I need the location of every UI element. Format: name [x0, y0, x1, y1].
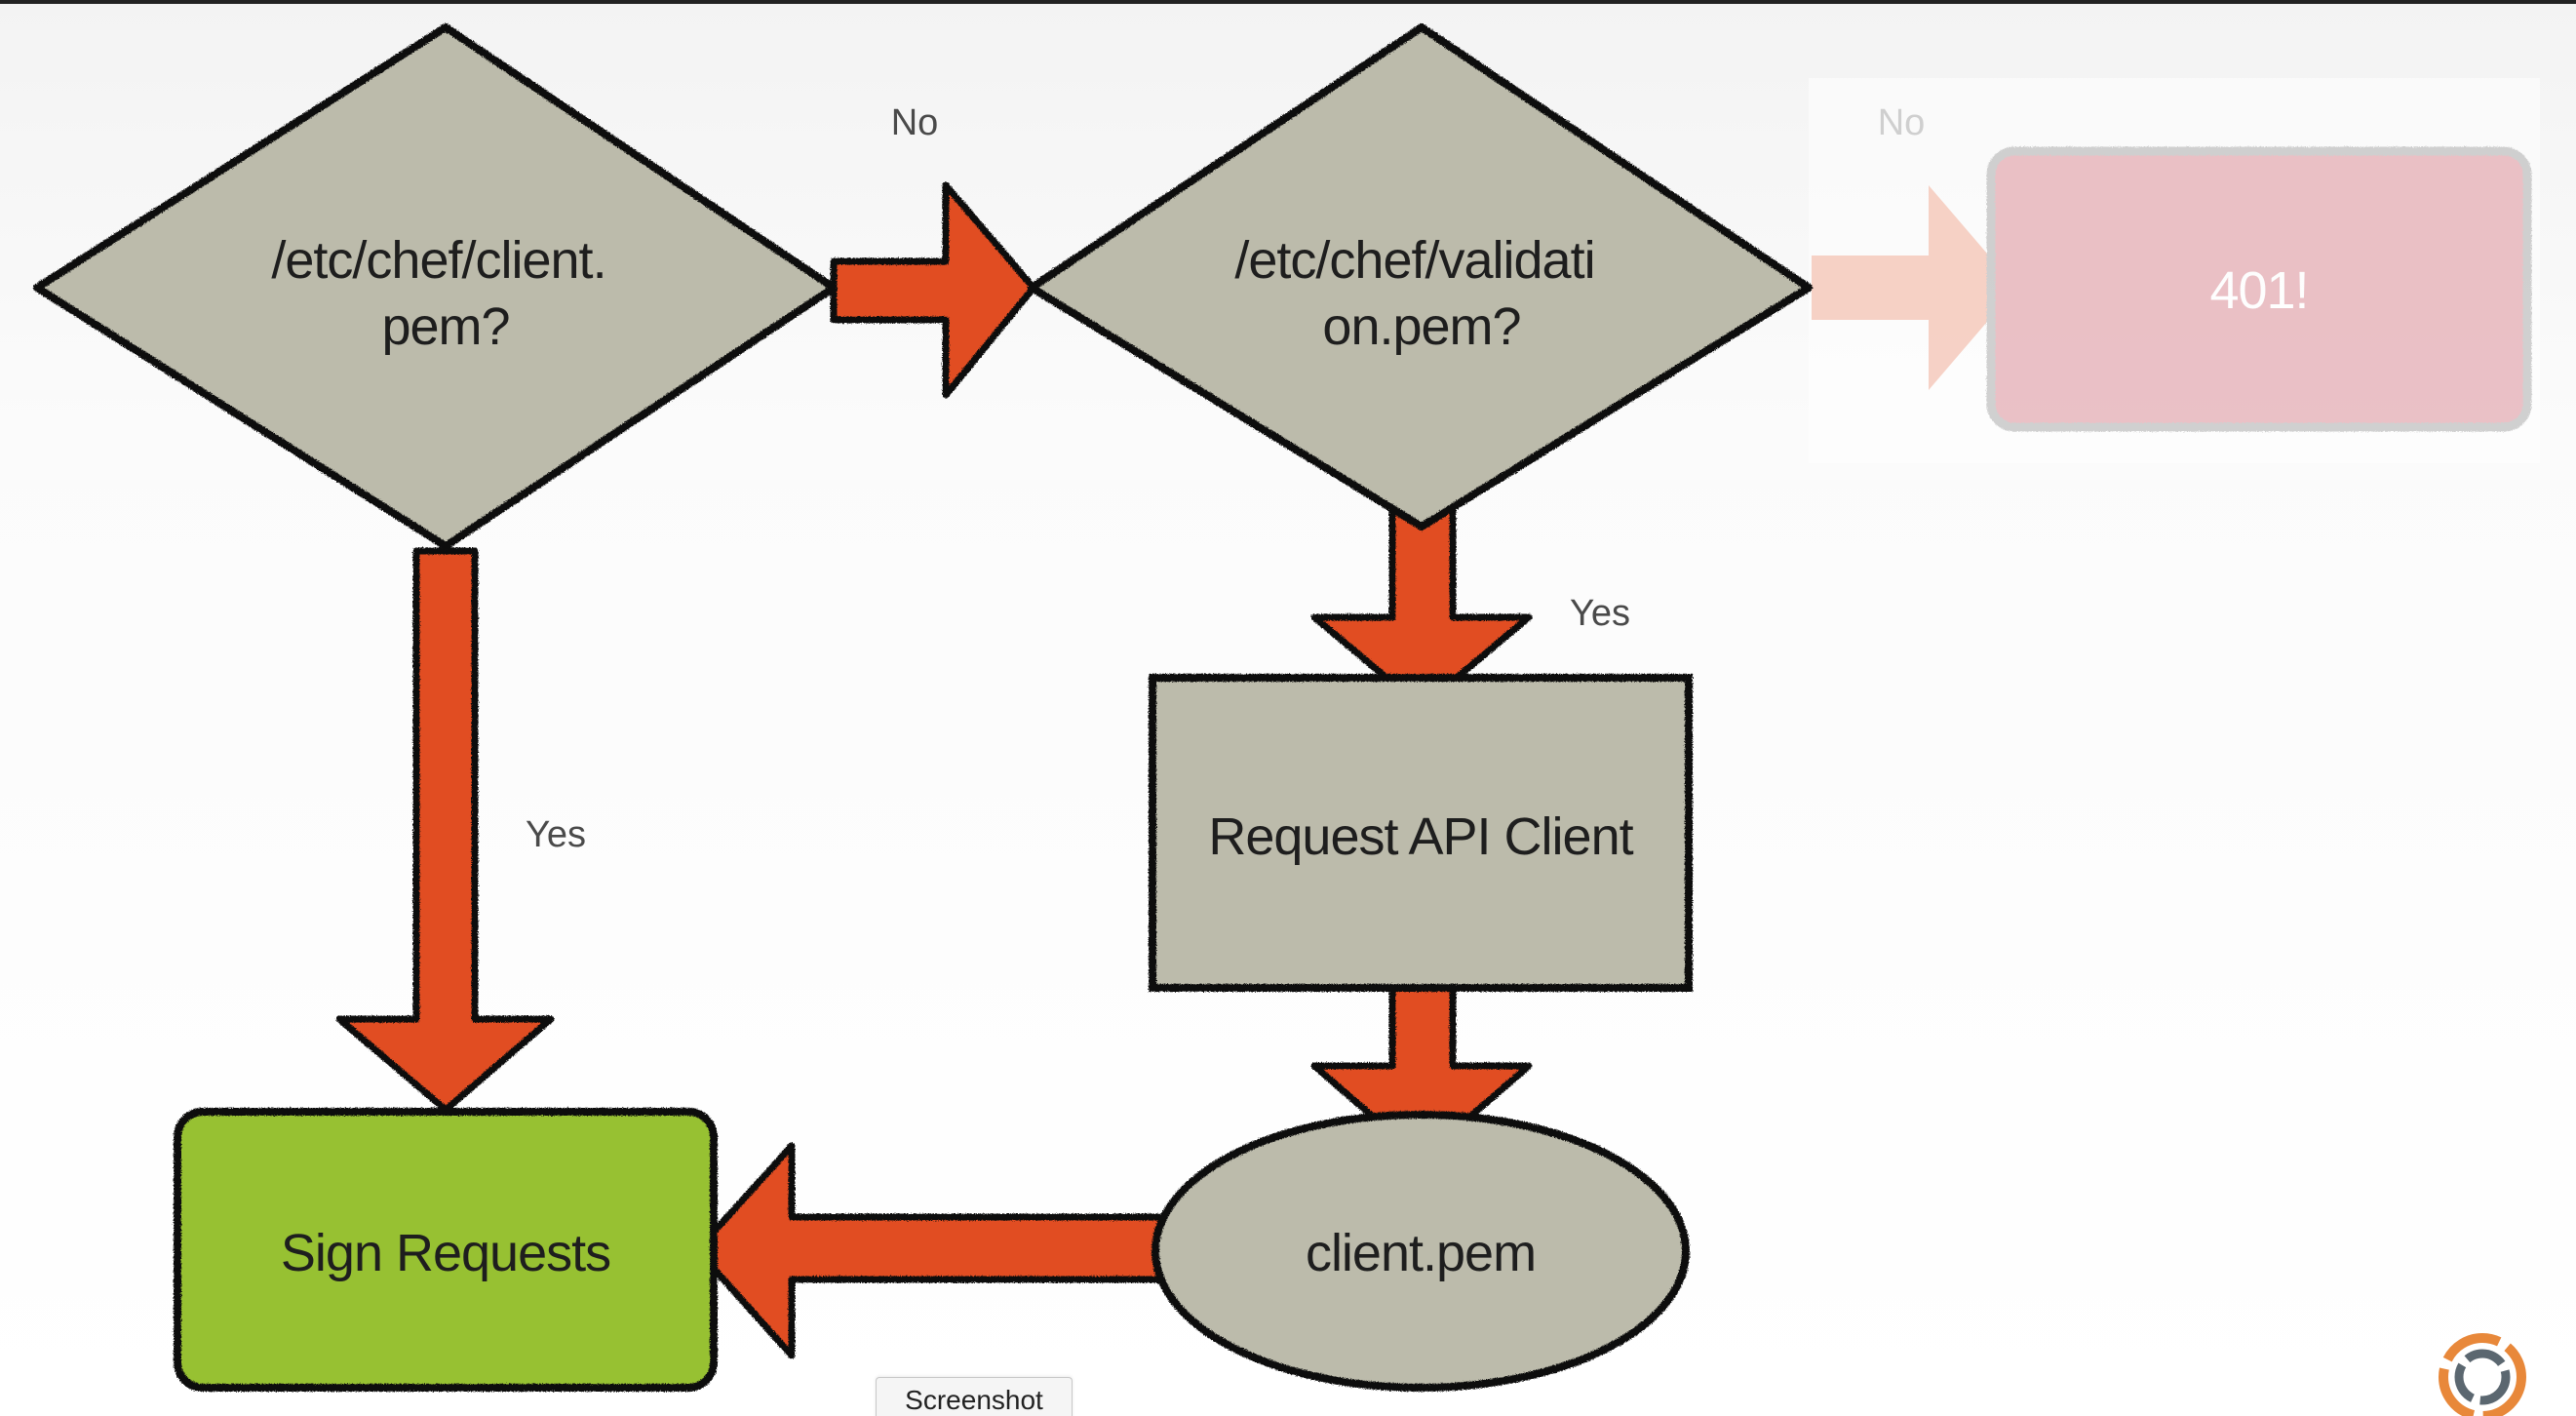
arrow-yes-to-sign	[335, 547, 555, 1114]
edge-label-yes-sign: Yes	[526, 814, 586, 855]
decision-client-pem-line2: pem?	[381, 297, 509, 356]
error-401-box	[1986, 146, 2532, 432]
decision-client-pem-shape	[33, 23, 838, 550]
decision-client-pem-line1: /etc/chef/client.	[271, 231, 605, 290]
sign-requests-label: Sign Requests	[281, 1224, 610, 1282]
client-pem-ellipse	[1151, 1111, 1690, 1392]
top-border	[0, 0, 2576, 4]
arrow-no-to-401	[1812, 185, 2016, 390]
chef-logo-icon	[2439, 1333, 2526, 1416]
edge-label-no-401: No	[1878, 102, 1926, 143]
sign-requests-box	[174, 1108, 718, 1392]
screenshot-tab[interactable]: Screenshot	[876, 1377, 1073, 1416]
error-401-label: 401!	[2209, 261, 2308, 320]
client-pem-label: client.pem	[1306, 1224, 1536, 1282]
arrow-yes-to-request	[1310, 501, 1533, 711]
edge-label-no-validation: No	[891, 102, 939, 143]
decision-client-pem: /etc/chef/client. pem?	[33, 23, 838, 550]
decision-validation-pem-line2: on.pem?	[1322, 297, 1520, 356]
decision-validation-pem-label: /etc/chef/validati on.pem?	[1234, 231, 1608, 356]
decision-validation-pem-shape	[1028, 23, 1813, 531]
edge-label-yes-request: Yes	[1570, 593, 1630, 634]
process-request-api-client: Request API Client	[1149, 674, 1693, 992]
decision-client-pem-label: /etc/chef/client. pem?	[271, 231, 619, 356]
decision-validation-pem: /etc/chef/validati on.pem?	[1028, 23, 1813, 531]
terminal-sign-requests: Sign Requests	[174, 1108, 718, 1392]
arrow-clientpem-to-sign	[693, 1142, 1176, 1359]
file-client-pem: client.pem	[1151, 1111, 1690, 1392]
arrow-no-to-validation	[830, 181, 1037, 399]
error-401-region: 401!	[1809, 78, 2540, 463]
decision-validation-pem-line1: /etc/chef/validati	[1234, 231, 1594, 290]
request-api-client-label: Request API Client	[1208, 807, 1633, 866]
request-api-client-box	[1149, 674, 1693, 992]
